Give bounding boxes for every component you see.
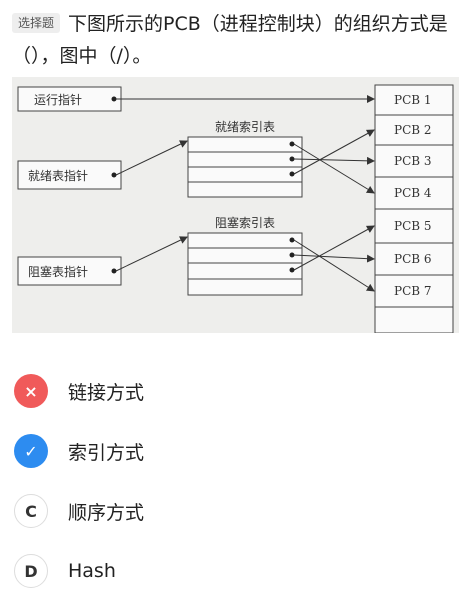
pcb-4-label: PCB 4 [394, 186, 432, 200]
pcb-7-label: PCB 7 [394, 284, 432, 298]
ready-index-title: 就绪索引表 [215, 120, 275, 134]
pcb-2-label: PCB 2 [394, 123, 432, 137]
pcb-5-label: PCB 5 [394, 219, 432, 233]
option-a-text: 链接方式 [68, 381, 145, 404]
ready-arrow-pcb2 [293, 129, 375, 175]
question-type-tag: 选择题 [12, 13, 61, 33]
blocked-index-table [187, 232, 303, 296]
option-d-text: Hash [68, 560, 116, 582]
option-b[interactable]: ✓ 索引方式 [14, 421, 454, 481]
pcb-3-label: PCB 3 [394, 154, 432, 168]
option-b-text: 索引方式 [68, 441, 145, 464]
ready-arrow-pcb4 [293, 143, 375, 194]
option-d-letter: D [14, 554, 48, 588]
answer-options: × 链接方式 ✓ 索引方式 C 顺序方式 D Hash [14, 361, 454, 593]
blocked-arrow-pcb6 [293, 254, 375, 263]
pcb-1-label: PCB 1 [394, 93, 432, 107]
option-a[interactable]: × 链接方式 [14, 361, 454, 421]
run-pointer-label: 运行指针 [34, 92, 82, 107]
pcb-6-label: PCB 6 [394, 252, 432, 266]
run-pointer-box [17, 86, 122, 112]
ready-pointer-arrow [115, 140, 188, 176]
question-stem: 选择题下图所示的PCB（进程控制块）的组织方式是（），图中（/）。 [12, 8, 462, 72]
check-icon: ✓ [14, 434, 48, 468]
cross-icon: × [14, 374, 48, 408]
blocked-pointer-label: 阻塞表指针 [28, 264, 88, 279]
blocked-pointer-arrow [115, 236, 188, 272]
ready-pointer-label: 就绪表指针 [28, 168, 88, 183]
option-d[interactable]: D Hash [14, 541, 454, 593]
ready-arrow-pcb3 [293, 156, 375, 165]
blocked-index-title: 阻塞索引表 [215, 215, 275, 230]
pcb-diagram: 运行指针 就绪表指针 阻塞表指针 就绪索引表 阻塞索引表 [12, 77, 459, 333]
blocked-pointer-box [17, 256, 122, 286]
question-text: 下图所示的PCB（进程控制块）的组织方式是（），图中（/）。 [12, 13, 448, 67]
option-c-text: 顺序方式 [68, 501, 145, 524]
pcb-diagram-svg: 运行指针 就绪表指针 阻塞表指针 就绪索引表 阻塞索引表 [17, 84, 454, 333]
blocked-arrow-pcb5 [293, 225, 375, 271]
ready-pointer-box [17, 160, 122, 190]
blocked-arrow-pcb7 [293, 239, 375, 292]
option-c[interactable]: C 顺序方式 [14, 481, 454, 541]
option-c-letter: C [14, 494, 48, 528]
